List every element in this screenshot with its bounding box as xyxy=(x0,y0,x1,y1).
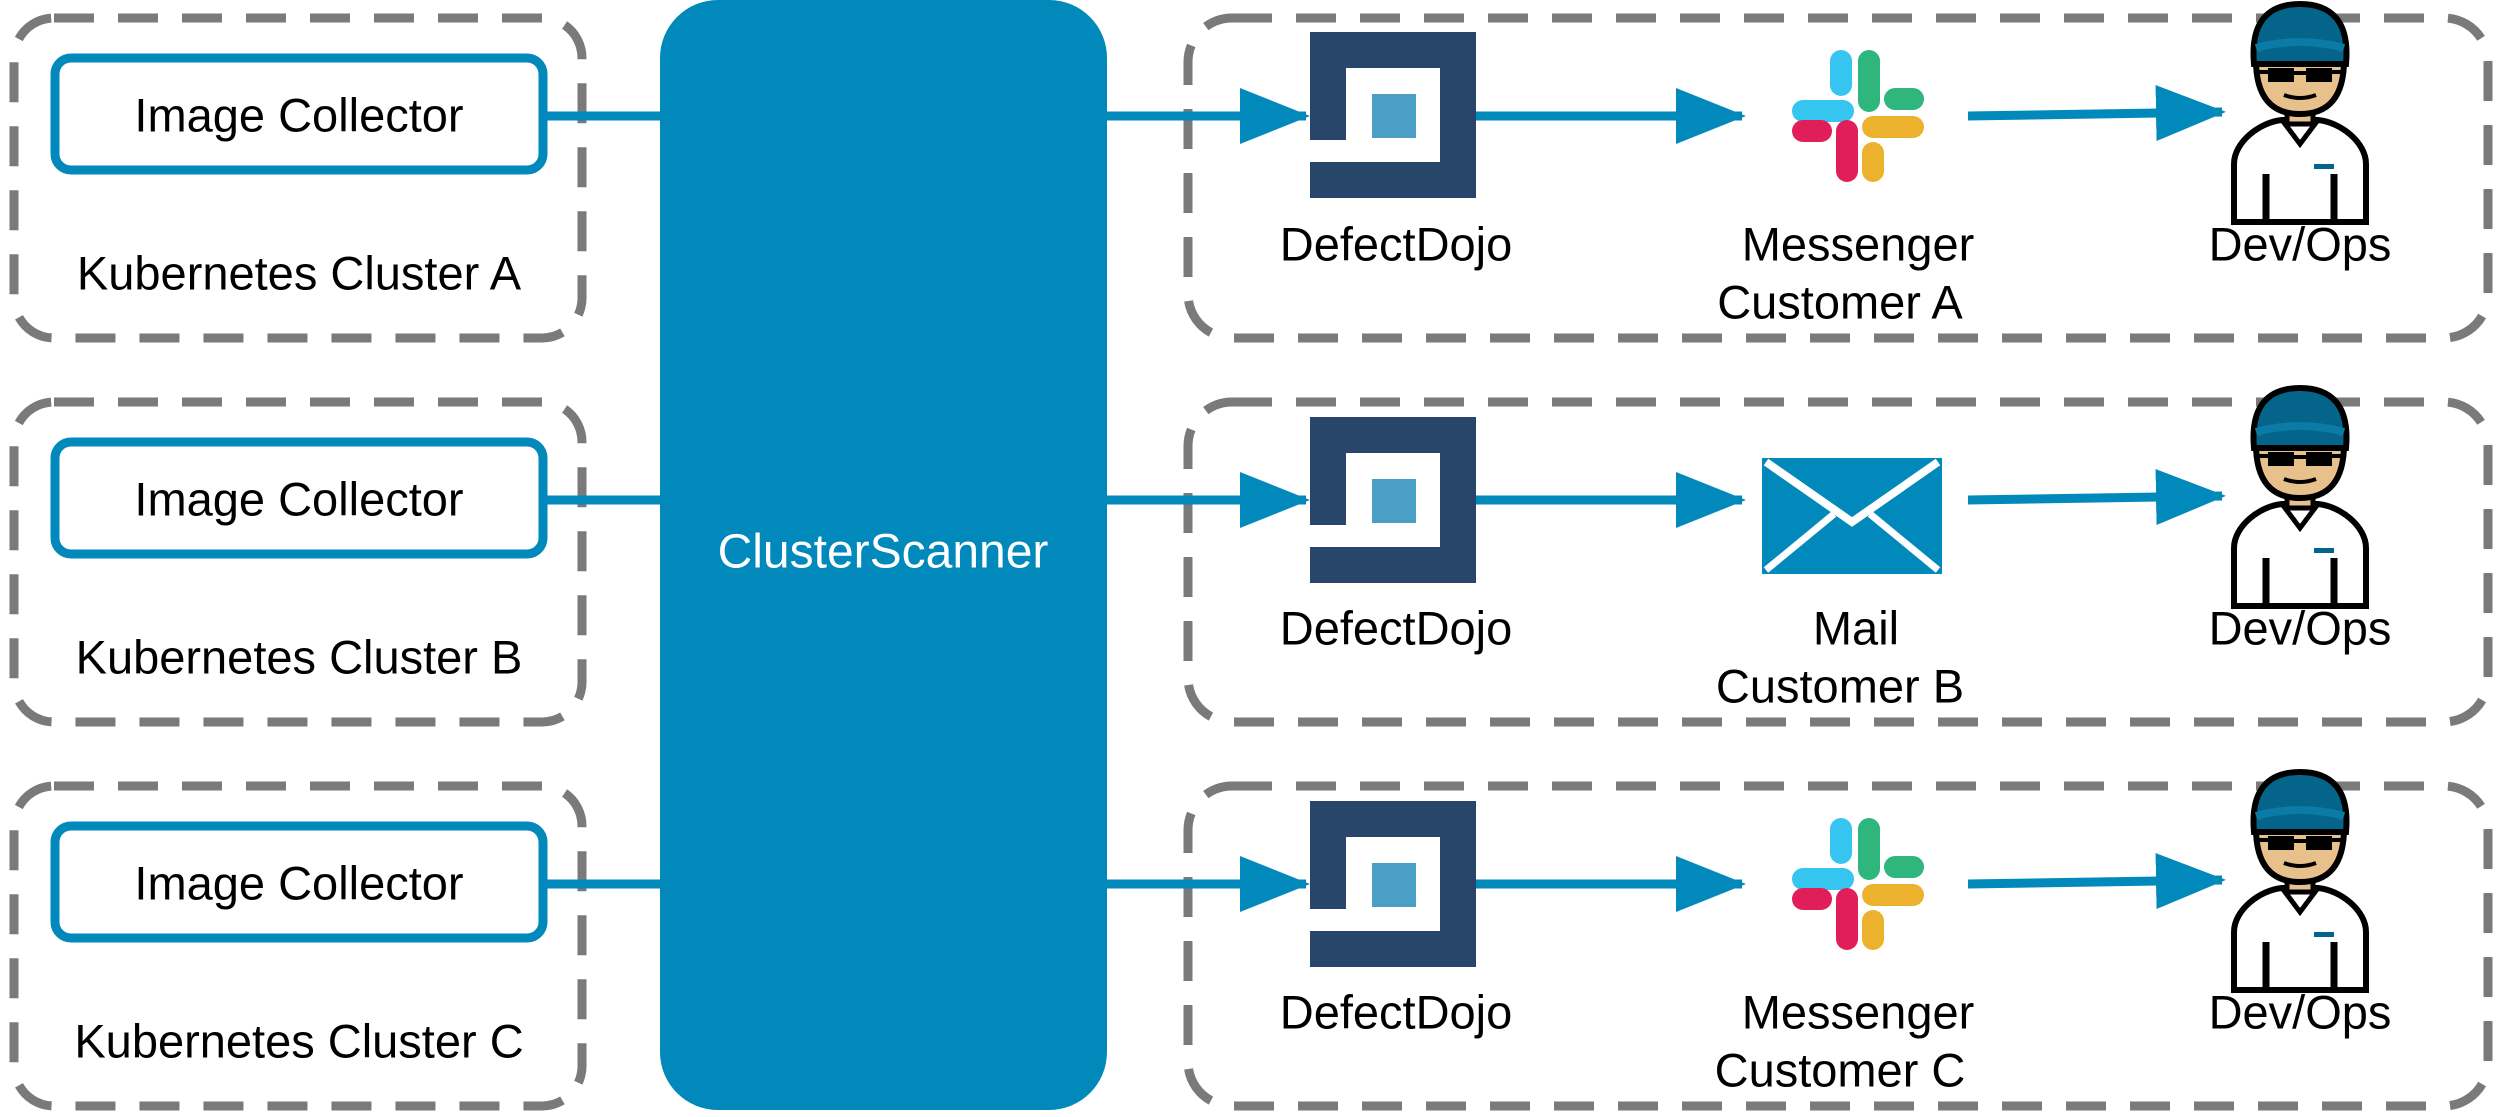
customer-b-label: Customer B xyxy=(1716,659,1964,712)
cluster-scanner-label: ClusterScanner xyxy=(718,526,1049,579)
messenger-a-label: Messenger xyxy=(1742,217,1975,270)
mail-b-label: Mail xyxy=(1813,601,1899,654)
customer-c-row: DefectDojo Messenger Customer C Dev/Ops xyxy=(1107,772,2391,1096)
arrow-messenger-to-devops-a xyxy=(1967,85,2226,142)
cluster-c-label: Kubernetes Cluster C xyxy=(74,1014,523,1067)
cluster-c-dashed-border xyxy=(9,781,587,1111)
cluster-b-label: Kubernetes Cluster B xyxy=(76,630,523,683)
cluster-a-dashed-border xyxy=(9,13,587,343)
devops-a-icon xyxy=(2234,4,2366,222)
devops-b-icon xyxy=(2234,388,2366,606)
defectdojo-b-label: DefectDojo xyxy=(1280,601,1513,654)
kubernetes-cluster-a: Image Collector Kubernetes Cluster A xyxy=(9,13,587,343)
defectdojo-c-icon xyxy=(1310,801,1476,967)
image-collector-b-label: Image Collector xyxy=(134,472,463,525)
devops-a-label: Dev/Ops xyxy=(2209,217,2392,270)
devops-c-icon xyxy=(2234,772,2366,990)
cluster-scanner-box xyxy=(660,0,1107,1110)
image-collector-c-label: Image Collector xyxy=(134,856,463,909)
customer-c-label: Customer C xyxy=(1715,1043,1966,1096)
arrow-messenger-to-devops-c xyxy=(1967,853,2226,910)
customer-c-dashed-border xyxy=(1183,781,2493,1111)
kubernetes-cluster-b: Image Collector Kubernetes Cluster B xyxy=(9,397,587,727)
image-collector-a-label: Image Collector xyxy=(134,88,463,141)
customer-a-label: Customer A xyxy=(1717,275,1963,328)
defectdojo-b-icon xyxy=(1310,417,1476,583)
defectdojo-c-label: DefectDojo xyxy=(1280,985,1513,1038)
devops-b-label: Dev/Ops xyxy=(2209,601,2392,654)
cluster-a-label: Kubernetes Cluster A xyxy=(77,246,522,299)
arrow-mail-to-devops-b xyxy=(1967,469,2226,526)
kubernetes-cluster-c: Image Collector Kubernetes Cluster C xyxy=(9,781,587,1111)
customer-b-dashed-border xyxy=(1183,397,2493,727)
devops-c-label: Dev/Ops xyxy=(2209,985,2392,1038)
cluster-scanner: ClusterScanner xyxy=(660,0,1107,1110)
slack-c-icon xyxy=(1792,818,1924,950)
customer-b-row: DefectDojo Mail Customer B Dev/Ops xyxy=(1107,388,2391,712)
mail-b-icon xyxy=(1762,458,1942,574)
defectdojo-a-icon xyxy=(1310,32,1476,198)
customer-a-row: DefectDojo Messenger Customer A Dev/Ops xyxy=(1107,4,2391,328)
defectdojo-a-label: DefectDojo xyxy=(1280,217,1513,270)
messenger-c-label: Messenger xyxy=(1742,985,1975,1038)
slack-a-icon xyxy=(1792,50,1924,182)
cluster-b-dashed-border xyxy=(9,397,587,727)
customer-a-dashed-border xyxy=(1183,13,2493,343)
